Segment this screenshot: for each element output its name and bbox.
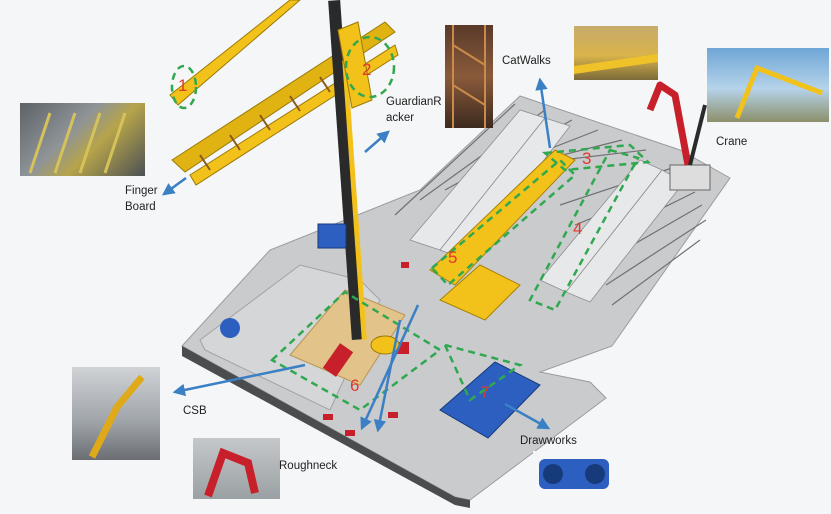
- roughneck-unit: [322, 262, 409, 436]
- derrick-rail: [342, 60, 367, 340]
- label-catwalks: CatWalks: [502, 55, 551, 67]
- crane-structure: [646, 81, 711, 191]
- zone-number-5: 5: [448, 248, 458, 267]
- blue-tank: [220, 318, 240, 338]
- zone-number-3: 3: [582, 149, 592, 168]
- zone-outlines: [170, 35, 651, 412]
- label-crane: Crane: [716, 136, 748, 148]
- finger-board-photo: [20, 103, 145, 176]
- label-roughneck: Roughneck: [279, 460, 338, 472]
- zone-number-7: 7: [480, 383, 490, 402]
- drawworks-unit: [439, 361, 541, 439]
- catwalks-photo-2: [574, 26, 658, 80]
- label-drawworks: Drawworks: [520, 435, 577, 447]
- zone-number-1: 1: [178, 76, 188, 95]
- label-guardian-racker-1: GuardianR: [386, 96, 442, 108]
- blue-unit-top: [317, 223, 347, 249]
- callout-arrows: [161, 77, 552, 433]
- zone-number-6: 6: [350, 376, 360, 395]
- deck-side-face: [182, 346, 470, 508]
- catwalk-slabs: [409, 109, 685, 303]
- roughneck-photo: [193, 438, 280, 499]
- label-finger-board-1: Finger: [125, 185, 158, 197]
- guardian-racker: [337, 21, 373, 109]
- label-guardian-racker-2: acker: [386, 112, 415, 124]
- csb-photo: [72, 367, 160, 460]
- drawworks-photo: [533, 451, 615, 496]
- crane-photo: [707, 48, 829, 122]
- zone-number-4: 4: [573, 219, 583, 238]
- zone-number-2: 2: [362, 60, 372, 79]
- derrick-mast: [328, 0, 364, 341]
- catwalks-photo-1: [445, 25, 493, 128]
- label-csb: CSB: [183, 405, 207, 417]
- catwalk-machine: [429, 149, 576, 321]
- label-finger-board-2: Board: [125, 201, 156, 213]
